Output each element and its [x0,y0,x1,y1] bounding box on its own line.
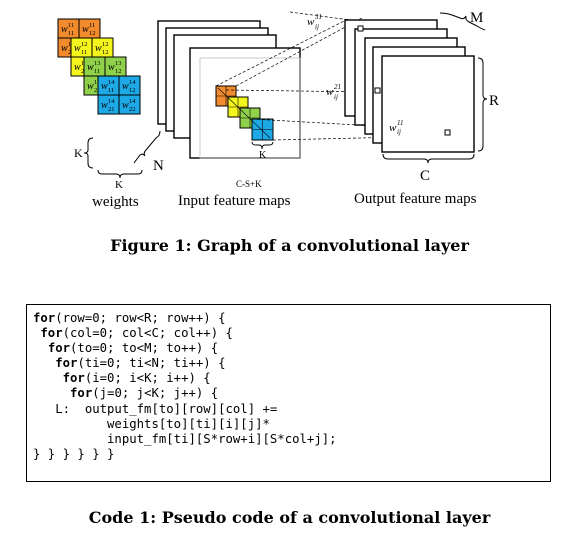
weight-cell-label: w [108,62,115,73]
svg-text:w: w [307,16,315,28]
input-kernel-window [215,85,274,141]
svg-text:ij: ij [397,128,401,136]
code-caption: Code 1: Pseudo code of a convolutional l… [88,508,491,527]
code-line: } } } } } } [33,446,115,461]
code-line: for(row=0; row<R; row++) { [33,311,226,325]
weight-cell-sub: 12 [102,49,109,56]
k-brace-bottom [97,169,143,179]
k-label-bottom: K [115,179,123,191]
weight-cell-sub: 21 [108,106,115,113]
weight-cell-sup: 11 [89,22,95,29]
weight-cell-sup: 13 [115,60,122,67]
w-label-21: w 21 ij [326,83,341,101]
n-brace [133,130,161,164]
weight-cell-sup: 12 [102,41,109,48]
n-label: N [153,158,164,174]
weight-cell-sup: 14 [129,79,136,86]
weight-cell-label: w [122,81,129,92]
r-label: R [489,93,499,109]
weight-cell-sub: 12 [129,87,136,94]
weight-cell-label: w [87,81,94,92]
svg-text:ij: ij [334,93,338,101]
k-brace-kernel [251,141,274,150]
k-brace-left [83,137,94,169]
weight-cell-label: w [61,24,68,35]
weight-cell-sup: 14 [129,98,136,105]
input-maps-label: Input feature maps [178,193,291,209]
output-feature-maps [344,19,475,153]
code-line: input_fm[ti][S*row+i][S*col+j]; [33,431,337,446]
weight-cell-sup: 14 [108,79,115,86]
code-line: for(ti=0; ti<N; ti++) { [55,356,226,371]
svg-text:w: w [389,122,397,134]
weight-cell-sup: 13 [94,60,101,67]
code-line: for(j=0; j<K; j++) { [70,386,219,401]
csk-label: C-S+K [236,179,262,189]
weight-cell-label: w [95,43,102,54]
svg-text:21: 21 [334,83,341,91]
weight-cell-sub: 12 [115,68,122,75]
svg-text:ij: ij [315,23,319,31]
weight-cell-sup: 11 [68,22,74,29]
weight-cell-label: w [87,62,94,73]
weight-cell-sub: 11 [94,68,100,75]
weight-cell-sub: 12 [89,30,96,37]
weight-cell-sup: 12 [81,41,88,48]
weight-cell-sub: 11 [68,30,74,37]
pseudo-code-box: for(row=0; row<R; row++) { for(col=0; co… [26,304,551,482]
code-line: for(to=0; to<M; to++) { [47,341,219,356]
weight-cell-label: w [74,62,81,73]
weight-cell-label: w [82,24,89,35]
weights-label: weights [92,194,139,210]
weights-stack: w1111w1112w1121w1122w1211w1212w1221w1222… [57,18,141,115]
k-label-kernel: K [259,150,267,161]
weight-cell-label: w [74,43,81,54]
pseudo-code: for(row=0; row<R; row++) { for(col=0; co… [27,305,550,462]
svg-text:w: w [326,86,334,98]
svg-text:31: 31 [314,13,322,21]
w-label-11: w 11 ij [389,119,403,136]
weight-cell-sub: 22 [129,106,136,113]
w-label-31: w 31 ij [307,13,322,31]
svg-text:11: 11 [397,119,403,127]
figure-caption: Figure 1: Graph of a convolutional layer [110,236,469,255]
weight-cell-sub: 11 [108,87,114,94]
k-label-left: K [74,146,83,160]
weight-cell [118,94,141,115]
m-brace [439,12,486,31]
r-brace [477,57,488,152]
code-line: L: output_fm[to][row][col] += [33,401,278,416]
c-brace [382,153,475,164]
weight-cell-label: w [101,81,108,92]
weight-cell-sup: 13 [94,79,101,86]
weight-cell-sup: 14 [108,98,115,105]
c-label: C [420,168,430,184]
code-line: for(i=0; i<K; i++) { [62,371,211,386]
weight-cell-sub: 21 [94,87,101,94]
output-maps-label: Output feature maps [354,191,477,207]
m-label: M [470,10,483,26]
convolutional-layer-figure: w1111w1112w1121w1122w1211w1212w1221w1222… [57,10,499,210]
weight-cell-label: w [122,100,129,111]
code-line: weights[to][ti][i][j]* [33,416,270,431]
weight-cell-label: w [61,43,68,54]
weight-cell-label: w [101,100,108,111]
code-line: for(col=0; col<C; col++) { [40,326,233,341]
weight-cell-sub: 11 [81,49,87,56]
